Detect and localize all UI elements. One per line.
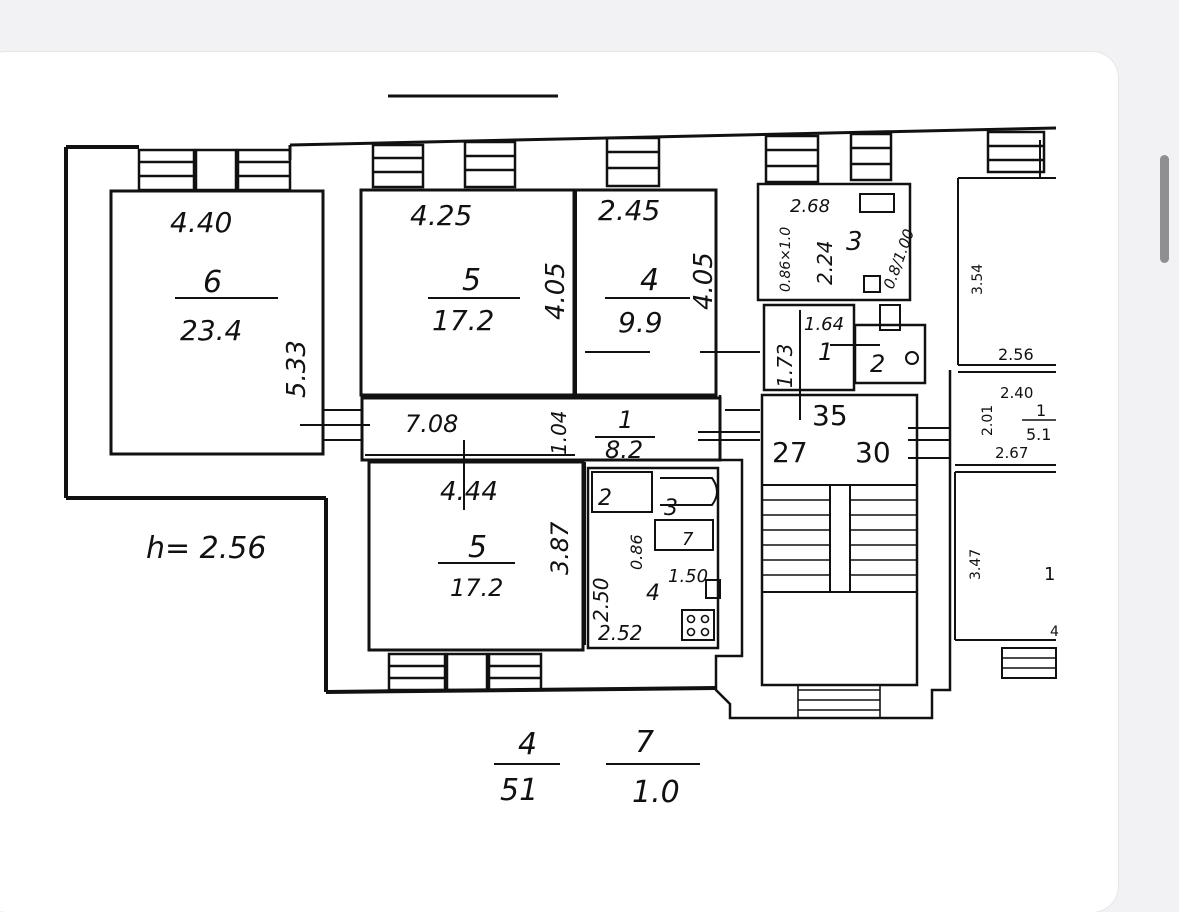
room-6-depth: 5.33 [282, 340, 312, 398]
kitchen-outline [586, 466, 720, 650]
room-5-bottom-number: 5 [468, 530, 487, 565]
room-4-top-depth: 4.05 [689, 252, 719, 310]
floor-plan-drawing: 4.40 6 23.4 5.33 4.25 5 17.2 4.05 2.45 4… [64, 94, 1059, 810]
kitchen-dim-b: 0.86 [627, 534, 646, 570]
stairwell: 35 27 30 [714, 370, 952, 720]
neighbor-partial-4: 4 [1050, 624, 1059, 640]
stair-number-right: 30 [855, 436, 891, 469]
room-3-dim-a: 0.86×1.0 [778, 227, 794, 292]
image-card: 4.40 6 23.4 5.33 4.25 5 17.2 4.05 2.45 4… [0, 52, 1118, 912]
room-5-top-area: 17.2 [432, 304, 494, 337]
kitchen-dim-a: 1.50 [668, 566, 708, 587]
total-1-value: 51 [500, 773, 538, 808]
corridor-area: 8.2 [605, 436, 643, 464]
room-5-bottom-area: 17.2 [450, 574, 503, 602]
stair-number-left: 27 [772, 436, 808, 469]
total-1-number: 4 [518, 727, 537, 762]
scrollbar-thumb[interactable] [1160, 155, 1169, 263]
room-3-number: 3 [846, 227, 863, 257]
room-3-depth: 2.24 [813, 240, 837, 285]
room-6-width: 4.40 [170, 206, 232, 239]
room-5-top-number: 5 [462, 263, 481, 298]
ceiling-height-label: h= 2.56 [146, 531, 266, 566]
room-2-small-outline [853, 323, 927, 385]
bath-3-number: 3 [664, 496, 678, 521]
room-1-small-depth: 1.73 [773, 343, 797, 388]
total-2-number: 7 [635, 725, 654, 760]
neighbor-room-area: 5.1 [1026, 425, 1051, 444]
neighbor-partial-1: 1 [1044, 564, 1055, 585]
room-4-top-outline [572, 188, 718, 397]
room-5-bottom-outline [367, 460, 585, 652]
neighbor-room-number: 1 [1036, 401, 1046, 420]
windows-top [137, 130, 1046, 192]
neighbor-dim-240: 2.40 [1000, 384, 1033, 402]
room-5-top-width: 4.25 [410, 199, 472, 232]
neighbor-dim-354: 3.54 [970, 264, 986, 295]
corridor-width: 7.08 [405, 410, 458, 438]
windows-bottom [387, 652, 543, 692]
total-2-value: 1.0 [632, 775, 680, 810]
kitchen-depth: 2.50 [589, 577, 613, 622]
room-1-small-width: 1.64 [804, 314, 844, 335]
room-4-top-number: 4 [640, 263, 659, 298]
room-4-top-area: 9.9 [618, 306, 663, 339]
neighbor-dim-347: 3.47 [968, 549, 984, 580]
kitchen-width: 2.52 [598, 621, 643, 645]
corridor-depth: 1.04 [547, 410, 571, 455]
stove-icon [681, 609, 715, 641]
kitchen-number: 4 [646, 581, 660, 606]
room-1-small-number: 1 [818, 338, 833, 366]
room-5-bottom-width: 4.44 [440, 477, 498, 507]
bath-7-number: 7 [682, 529, 694, 550]
room-6-outline [109, 189, 325, 456]
corridor-number: 1 [618, 406, 633, 434]
room-5-bottom-depth: 3.87 [546, 521, 574, 575]
neighbor-dim-201: 2.01 [980, 405, 996, 436]
neighbor-dim-256: 2.56 [998, 345, 1034, 364]
room-6-area: 23.4 [180, 314, 242, 347]
room-5-top-depth: 4.05 [541, 262, 571, 320]
room-3-outline [756, 182, 912, 302]
room-4-top-width: 2.45 [598, 194, 660, 227]
bath-2-number: 2 [598, 486, 612, 511]
room-3-dim-b: 0.8/1.00 [880, 227, 918, 292]
neighbor-unit: 3.54 2.56 2.40 2.01 1 5.1 2.67 3.47 1 4 [954, 140, 1059, 679]
room-2-small-number: 2 [870, 350, 885, 378]
stair-number-top: 35 [812, 399, 848, 432]
neighbor-dim-267: 2.67 [995, 444, 1028, 462]
room-6-number: 6 [203, 265, 222, 300]
room-3-width: 2.68 [790, 196, 830, 217]
